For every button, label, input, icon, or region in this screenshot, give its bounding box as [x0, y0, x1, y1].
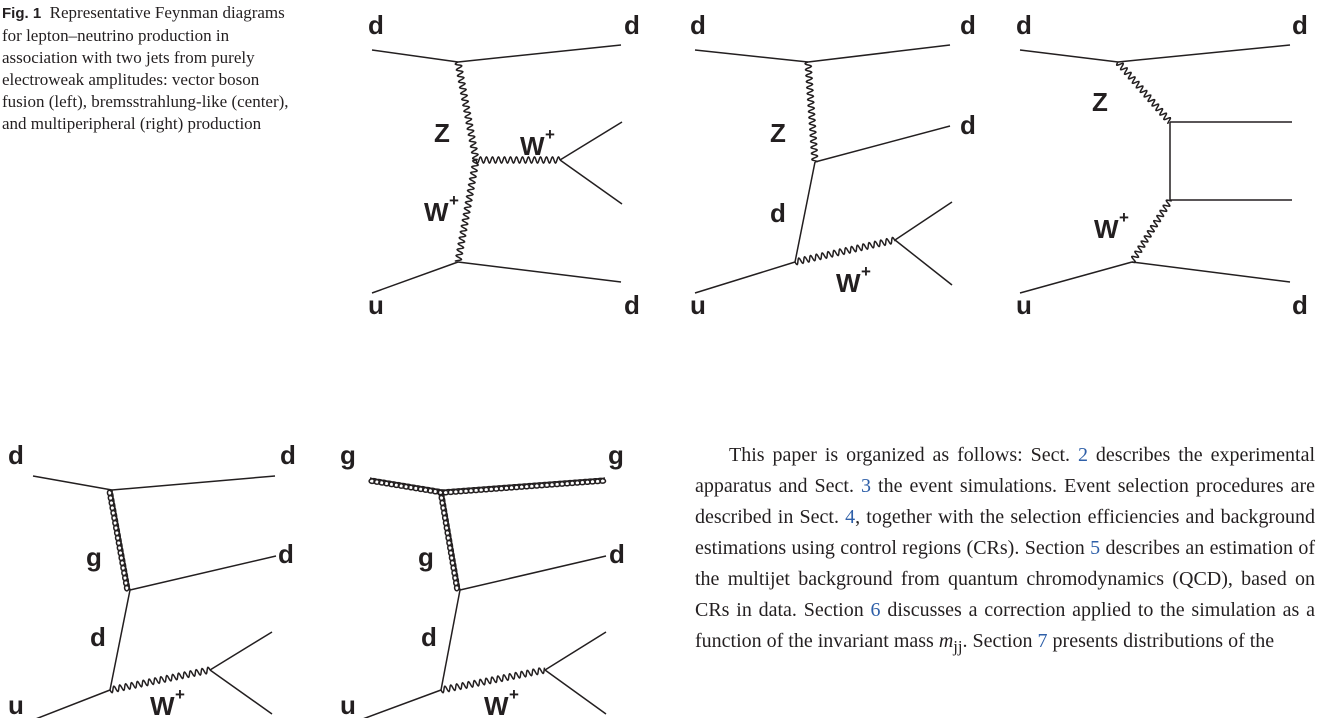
- figure-caption-text: Representative Feynman diagrams for lept…: [2, 3, 289, 133]
- label-d-in: d: [368, 10, 384, 40]
- label-d-out: d: [960, 10, 976, 40]
- body-text-segment: This paper is organized as follows: Sect…: [729, 444, 1071, 466]
- label-z-boson: Z: [1092, 87, 1108, 117]
- label-gluon-out: g: [608, 440, 624, 470]
- body-text-segment: . Section: [962, 630, 1033, 652]
- math-subscript: jj: [953, 637, 963, 656]
- label-d-out: d: [624, 290, 640, 320]
- label-u-in: u: [690, 290, 706, 320]
- label-d-out: d: [624, 10, 640, 40]
- figure-label: Fig. 1: [2, 5, 42, 22]
- label-w-charge: +: [175, 685, 185, 704]
- label-w-charge: +: [509, 685, 519, 704]
- label-d-out: d: [1292, 290, 1308, 320]
- label-d-propagator: d: [421, 622, 437, 652]
- boson-propagator-line: [440, 667, 546, 694]
- body-text-segment: the event simulations. Event selection p…: [695, 475, 1316, 528]
- section-link[interactable]: 3: [861, 475, 872, 497]
- gluon-propagator-line: [437, 489, 461, 592]
- body-text-segment: presents distributions of the: [1052, 630, 1275, 652]
- label-z-boson: Z: [770, 118, 786, 148]
- label-u-in: u: [368, 290, 384, 320]
- body-text-segment: describes an estimation of the multijet …: [695, 537, 1316, 621]
- label-w-charge: +: [545, 125, 555, 144]
- boson-propagator-line: [1130, 199, 1172, 264]
- label-w-boson: W: [150, 691, 175, 718]
- label-d-out: d: [278, 539, 294, 569]
- boson-propagator-line: [454, 61, 479, 161]
- label-d-out: d: [960, 110, 976, 140]
- label-d-propagator: d: [770, 198, 786, 228]
- label-d-out: d: [1292, 10, 1308, 40]
- diagram-qcd-quark: [32, 475, 277, 718]
- boson-propagator-line: [109, 666, 211, 694]
- section-link[interactable]: 6: [870, 599, 881, 621]
- label-u-in: u: [8, 690, 24, 718]
- label-w-boson: W: [520, 131, 545, 161]
- boson-propagator-line: [475, 156, 561, 164]
- boson-propagator-line: [794, 236, 896, 266]
- label-w-charge: +: [449, 191, 459, 210]
- diagram-vbf: [371, 44, 623, 294]
- label-w-boson: W: [1094, 214, 1119, 244]
- label-d-in: d: [690, 10, 706, 40]
- boson-propagator-line: [804, 61, 819, 163]
- section-link[interactable]: 7: [1037, 630, 1048, 652]
- label-gluon-in: g: [340, 440, 356, 470]
- label-w-charge: +: [1119, 208, 1129, 227]
- body-text-segment: discusses a correction applied to the si…: [695, 599, 1316, 652]
- gluon-propagator-line: [106, 489, 131, 592]
- section-link[interactable]: 2: [1077, 444, 1088, 466]
- diagram-bremsstrahlung: [694, 44, 953, 294]
- label-w-boson: W: [484, 691, 509, 718]
- label-w-boson: W: [424, 197, 449, 227]
- body-text-segment: describes the experimental apparatus and…: [695, 444, 1316, 497]
- label-z-boson: Z: [434, 118, 450, 148]
- label-u-in: u: [1016, 290, 1032, 320]
- label-u-in: u: [340, 690, 356, 718]
- boson-propagator-line: [454, 159, 480, 262]
- label-gluon: g: [86, 542, 102, 572]
- label-d-in: d: [1016, 10, 1032, 40]
- section-link[interactable]: 4: [845, 506, 856, 528]
- gluon-propagator-line: [368, 477, 444, 496]
- body-paragraph: This paper is organized as follows: Sect…: [695, 440, 1315, 662]
- boson-propagator-line: [1115, 61, 1172, 125]
- label-d-in: d: [8, 440, 24, 470]
- label-w-boson: W: [836, 268, 861, 298]
- label-w-charge: +: [861, 262, 871, 281]
- label-d-out: d: [280, 440, 296, 470]
- math-variable: m: [938, 630, 954, 652]
- diagram-qcd-gluon: [363, 555, 607, 718]
- body-text-segment: , together with the selection efficienci…: [695, 506, 1316, 559]
- label-d-propagator: d: [90, 622, 106, 652]
- gluon-propagator-line: [442, 477, 607, 496]
- figure-caption: Fig. 1 Representative Feynman diagrams f…: [2, 2, 300, 135]
- label-d-out: d: [609, 539, 625, 569]
- section-link[interactable]: 5: [1090, 537, 1101, 559]
- diagram-multiperipheral: [1019, 44, 1292, 294]
- label-gluon: g: [418, 542, 434, 572]
